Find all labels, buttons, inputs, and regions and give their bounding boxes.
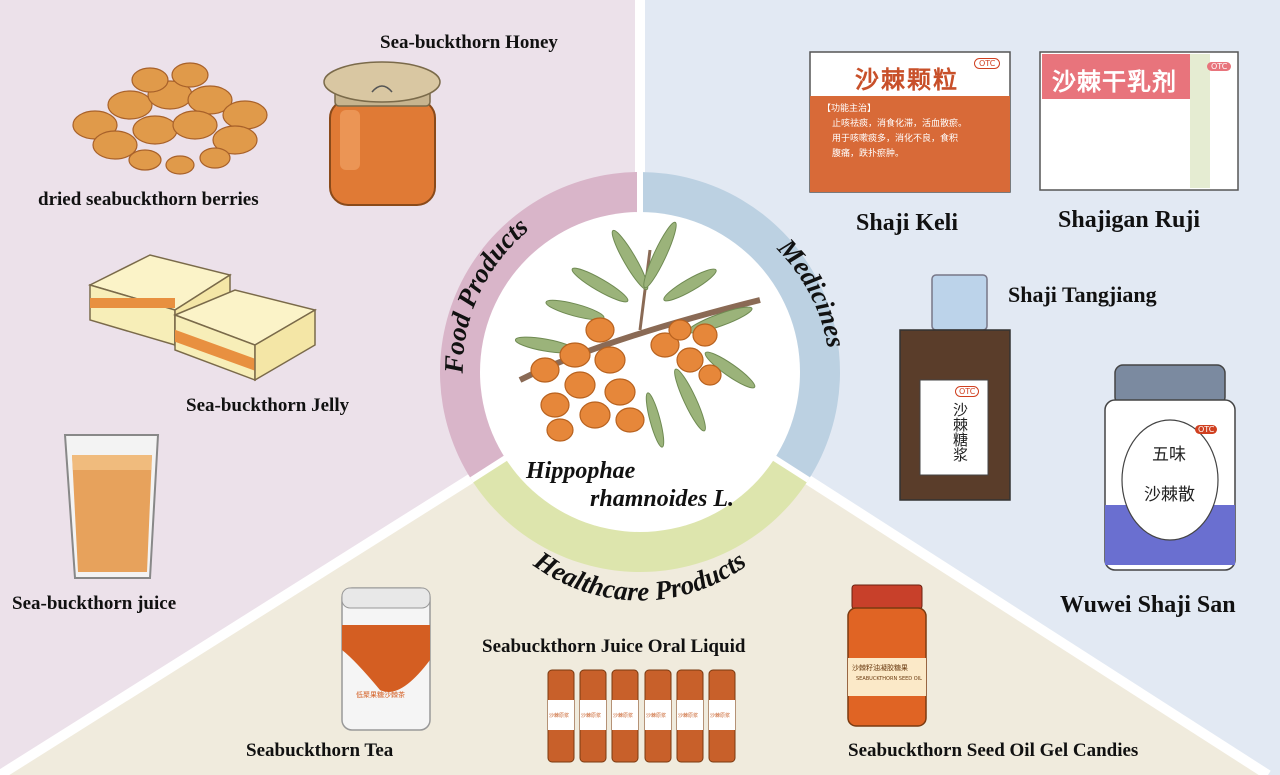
dried-berries-illustration xyxy=(72,62,268,175)
jelly-illustration xyxy=(87,254,317,382)
vial-label: 沙棘原浆 xyxy=(678,713,699,719)
vial-label: 沙棘原浆 xyxy=(549,713,570,719)
label-jelly: Sea-buckthorn Jelly xyxy=(186,395,350,416)
label-shaji-tangjiang: Shaji Tangjiang xyxy=(1008,282,1157,307)
tangjiang-bottle-label: 沙棘糖浆 xyxy=(951,402,969,462)
species-name-line1: Hippophae xyxy=(526,458,636,484)
keli-box-text: 【功能主治】 止咳祛痰，消食化滞，活血散瘀。 用于咳嗽痰多，消化不良，食积 腹痛… xyxy=(822,102,967,162)
center-circle xyxy=(480,212,800,532)
candy-bottle-label-en: SEABUCKTHORN SEED OIL xyxy=(856,676,922,682)
shajigan-ruji-box-illustration xyxy=(1039,51,1239,191)
label-tea: Seabuckthorn Tea xyxy=(246,740,394,761)
label-dried-berries: dried seabuckthorn berries xyxy=(38,189,259,210)
wuwei-otc-badge: OTC xyxy=(1195,425,1218,434)
keli-otc-badge: OTC xyxy=(974,58,1001,69)
vial-label: 沙棘原浆 xyxy=(710,713,731,719)
honey-jar-illustration xyxy=(323,61,441,206)
candy-bottle-label: 沙棘籽油凝胶糖果 xyxy=(852,664,908,672)
vial-label: 沙棘原浆 xyxy=(581,713,602,719)
tangjiang-otc-badge: OTC xyxy=(955,386,980,397)
keli-text-line2: 用于咳嗽痰多，消化不良，食积 xyxy=(832,134,959,144)
tea-can-label: 低聚果糖沙棘茶 xyxy=(356,691,405,699)
sea-buckthorn-branch-illustration xyxy=(514,221,761,448)
species-name-line2: rhamnoides L. xyxy=(590,486,735,512)
vial-label: 沙棘原浆 xyxy=(613,713,634,719)
label-shajigan-ruji: Shajigan Ruji xyxy=(1058,207,1201,233)
label-honey: Sea-buckthorn Honey xyxy=(380,32,558,53)
tangjiang-bottle-illustration xyxy=(899,274,1011,501)
healthcare-sector xyxy=(0,372,1268,775)
keli-text-line1: 止咳祛痰，消食化滞，活血散瘀。 xyxy=(832,119,968,129)
label-juice: Sea-buckthorn juice xyxy=(12,593,177,614)
wuwei-label-a: 五味 xyxy=(1152,445,1186,465)
healthcare-products-title: Healthcare Products xyxy=(528,544,751,606)
shaji-keli-box-illustration xyxy=(809,51,1011,193)
keli-box-title: 沙棘颗粒 xyxy=(855,66,959,94)
wuwei-label-b: 沙棘散 xyxy=(1144,485,1195,505)
label-wuwei-shaji-san: Wuwei Shaji San xyxy=(1060,592,1236,618)
oral-liquid-vials-illustration xyxy=(547,669,736,763)
wuwei-jar-illustration xyxy=(1104,364,1236,571)
label-oral-liquid: Seabuckthorn Juice Oral Liquid xyxy=(482,636,746,657)
label-seed-oil-candies: Seabuckthorn Seed Oil Gel Candies xyxy=(848,740,1139,761)
tea-can-illustration xyxy=(341,587,431,731)
keli-text-line3: 腹痛，跌扑瘀肿。 xyxy=(832,149,905,159)
ruji-otc-badge: OTC xyxy=(1207,62,1232,71)
juice-glass-illustration xyxy=(63,434,160,579)
medicines-title: Medicines xyxy=(771,232,851,350)
food-sector xyxy=(0,0,640,775)
keli-text-heading: 【功能主治】 xyxy=(822,104,877,114)
label-shaji-keli: Shaji Keli xyxy=(856,210,959,236)
food-products-title: Food Products xyxy=(439,211,534,374)
vial-label: 沙棘原浆 xyxy=(646,713,667,719)
ruji-box-title: 沙棘干乳剂 xyxy=(1052,68,1177,96)
candy-bottle-illustration xyxy=(847,584,927,727)
